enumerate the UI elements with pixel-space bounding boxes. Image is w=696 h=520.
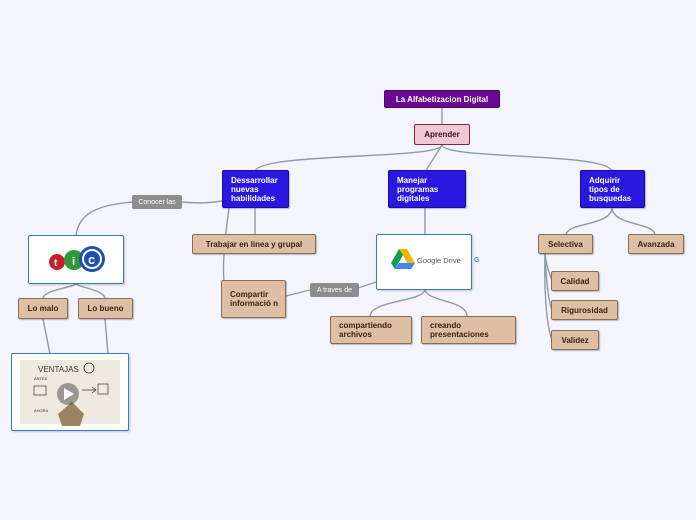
smiley-icon — [83, 362, 95, 374]
link-habilidades-conocer — [179, 199, 229, 204]
connector-label-conocer[interactable]: Conocer las — [132, 195, 182, 209]
center-label: Aprender — [424, 130, 460, 139]
link-lobueno-ventajas — [104, 318, 109, 355]
link-drive-traves — [357, 281, 377, 289]
tic-red-ball-icon — [49, 254, 65, 270]
leaf-lo-bueno-label: Lo bueno — [87, 304, 124, 313]
link-drive-creando — [424, 289, 468, 317]
google-drive-text: Google Drive — [417, 256, 461, 265]
leaf-calidad[interactable]: Calidad — [551, 271, 599, 291]
drive-triangle-blue — [395, 263, 415, 269]
tic-letter-i: i — [72, 256, 75, 268]
connector-label-traves[interactable]: A traves de — [310, 283, 359, 297]
link-adquirir-selectiva — [565, 207, 613, 235]
link-selectiva-validez — [544, 253, 553, 341]
link-tic-lobueno — [75, 283, 106, 299]
ventajas-title: VENTAJAS — [38, 365, 79, 374]
drive-triangle-green — [391, 249, 403, 269]
leaf-validez-label: Validez — [561, 335, 589, 345]
leaf-validez[interactable]: Validez — [551, 330, 599, 350]
branch-adquirir[interactable]: Adquirir tipos de busquedas — [580, 170, 645, 208]
leaf-selectiva[interactable]: Selectiva — [538, 234, 593, 254]
google-drive-image-node[interactable]: Google Drive — [376, 234, 472, 290]
link-conocer-tic — [75, 201, 134, 237]
leaf-rigurosidad-label: Rigurosidad — [561, 305, 608, 315]
tic-blue-ring-icon — [82, 249, 102, 269]
link-center-adquirir — [441, 144, 613, 173]
ventajas-video-node[interactable]: VENTAJAS ANTES AHORA — [11, 353, 129, 431]
leaf-avanzada-label: Avanzada — [637, 239, 675, 249]
box-sketch-icon — [97, 383, 109, 395]
arrow-sketch-icon — [82, 386, 97, 394]
envelope-sketch-icon — [33, 385, 47, 396]
leaf-creando-label: creando presentaciones — [430, 321, 489, 339]
tic-image-node[interactable]: t i c — [28, 235, 124, 284]
tic-letter-t: t — [54, 258, 58, 269]
leaf-compartir-info[interactable]: Compartir informació n — [221, 280, 286, 318]
google-g-icon: G — [474, 257, 480, 264]
leaf-selectiva-label: Selectiva — [548, 239, 583, 249]
ventajas-antes: ANTES — [34, 376, 48, 381]
link-center-manejar — [424, 144, 443, 173]
link-center-habilidades — [254, 144, 443, 173]
leaf-calidad-label: Calidad — [560, 276, 590, 286]
root-label: La Alfabetizacion Digital — [395, 94, 489, 104]
link-lomalo-ventajas — [42, 318, 51, 355]
root-node[interactable]: La Alfabetizacion Digital — [384, 90, 500, 108]
leaf-lo-bueno[interactable]: Lo bueno — [78, 298, 133, 319]
link-drive-compartiendo — [369, 289, 426, 317]
branch-manejar-label: Manejar programas digitales — [397, 175, 439, 203]
tic-letter-c: c — [88, 252, 95, 267]
branch-habilidades-label: Dessarrollar nuevas habilidades — [231, 175, 278, 203]
google-drive-logo-icon: Google Drive — [391, 249, 461, 269]
ventajas-thumbnail: VENTAJAS ANTES AHORA — [20, 360, 120, 426]
leaf-avanzada[interactable]: Avanzada — [628, 234, 684, 254]
connector-label-traves-text: A traves de — [316, 286, 353, 294]
link-traves-compartir — [285, 289, 311, 297]
leaf-rigurosidad[interactable]: Rigurosidad — [551, 300, 618, 320]
link-tic-lomalo — [42, 283, 77, 299]
branch-manejar[interactable]: Manejar programas digitales — [388, 170, 466, 208]
leaf-trabajar[interactable]: Trabajar en linea y grupal — [192, 234, 316, 254]
link-adquirir-avanzada — [611, 207, 656, 235]
pen-hand-icon — [58, 402, 84, 426]
leaf-compartiendo[interactable]: compartiendo archivos — [330, 316, 412, 344]
leaf-lo-malo-label: Lo malo — [27, 304, 59, 313]
leaf-creando[interactable]: creando presentaciones — [421, 316, 516, 344]
branch-habilidades[interactable]: Dessarrollar nuevas habilidades — [222, 170, 289, 208]
leaf-lo-malo[interactable]: Lo malo — [18, 298, 68, 319]
play-triangle-icon — [64, 388, 74, 400]
connector-label-conocer-text: Conocer las — [138, 198, 176, 206]
center-node[interactable]: Aprender — [414, 124, 470, 145]
leaf-compartiendo-label: compartiendo archivos — [339, 321, 392, 339]
leaf-trabajar-label: Trabajar en linea y grupal — [205, 239, 303, 249]
branch-adquirir-label: Adquirir tipos de busquedas — [589, 175, 632, 203]
tic-logo-icon: t i c — [49, 246, 105, 272]
leaf-compartir-info-label: Compartir informació n — [230, 290, 279, 308]
tic-green-ball-icon — [64, 250, 84, 270]
ventajas-ahora: AHORA — [34, 408, 49, 413]
